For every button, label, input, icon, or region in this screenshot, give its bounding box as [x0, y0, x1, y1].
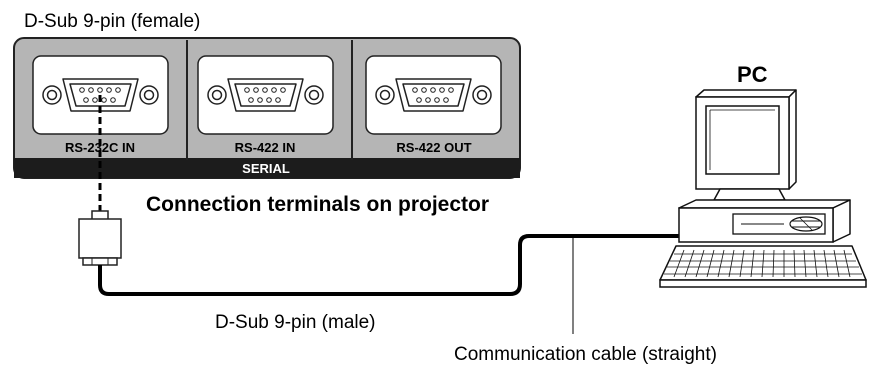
port-rs422-in: RS-422 IN [197, 55, 334, 155]
port-label-rs422-out: RS-422 OUT [396, 140, 471, 155]
system-unit [678, 199, 851, 243]
port-rs422-out: RS-422 OUT [365, 55, 502, 155]
label-terminals-caption: Connection terminals on projector [146, 193, 489, 216]
port-label-rs232c-in: RS-232C IN [65, 140, 135, 155]
communication-cable [98, 234, 684, 296]
keyboard [659, 245, 867, 288]
serial-label: SERIAL [242, 161, 290, 176]
serial-bar [14, 158, 520, 178]
db9-female-connector [207, 78, 324, 112]
monitor [695, 89, 797, 201]
projector-panel: RS-232C IN RS-422 IN [13, 37, 521, 179]
port-label-rs422-in: RS-422 IN [235, 140, 296, 155]
label-female-connector: D-Sub 9-pin (female) [24, 11, 200, 32]
pc-computer [659, 89, 867, 288]
db9-male-plug [78, 210, 122, 266]
label-cable: Communication cable (straight) [454, 344, 717, 365]
label-pc: PC [737, 62, 768, 87]
db9-female-connector [375, 78, 492, 112]
label-male-connector: D-Sub 9-pin (male) [215, 312, 376, 333]
